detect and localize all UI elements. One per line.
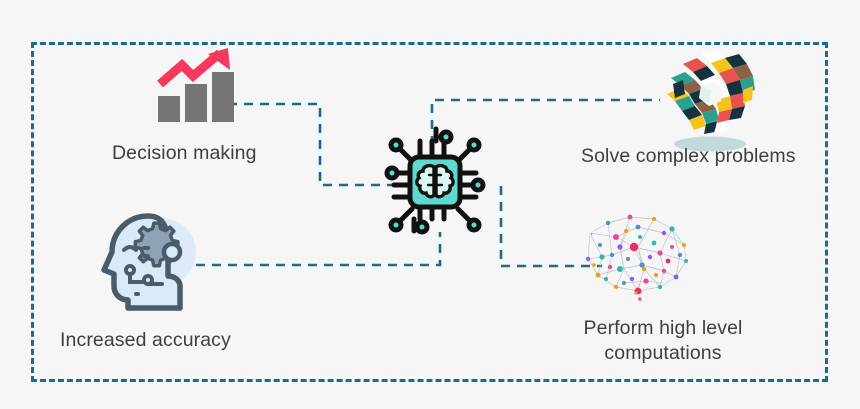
puzzle-cubes-icon [655, 48, 765, 156]
network-brain-icon [568, 203, 698, 315]
label-solve-complex-problems: Solve complex problems [581, 145, 796, 167]
connector-increased-accuracy [196, 232, 442, 267]
label-decision-making: Decision making [112, 142, 257, 164]
bar-chart-growth-icon [150, 46, 240, 124]
label-perform-high-level-computations: Perform high level computations [548, 316, 778, 366]
connector-solve-complex-problems [430, 98, 660, 145]
dashed-container-frame [31, 42, 828, 382]
head-gear-profile-icon [100, 208, 205, 313]
connector-decision-making [228, 102, 404, 187]
ai-chip-brain-icon [370, 115, 500, 245]
label-increased-accuracy: Increased accuracy [60, 329, 231, 351]
label-line-1: Perform high level [583, 317, 743, 339]
label-line-2: computations [604, 342, 722, 364]
connector-perform-high-level-computations [499, 186, 602, 268]
